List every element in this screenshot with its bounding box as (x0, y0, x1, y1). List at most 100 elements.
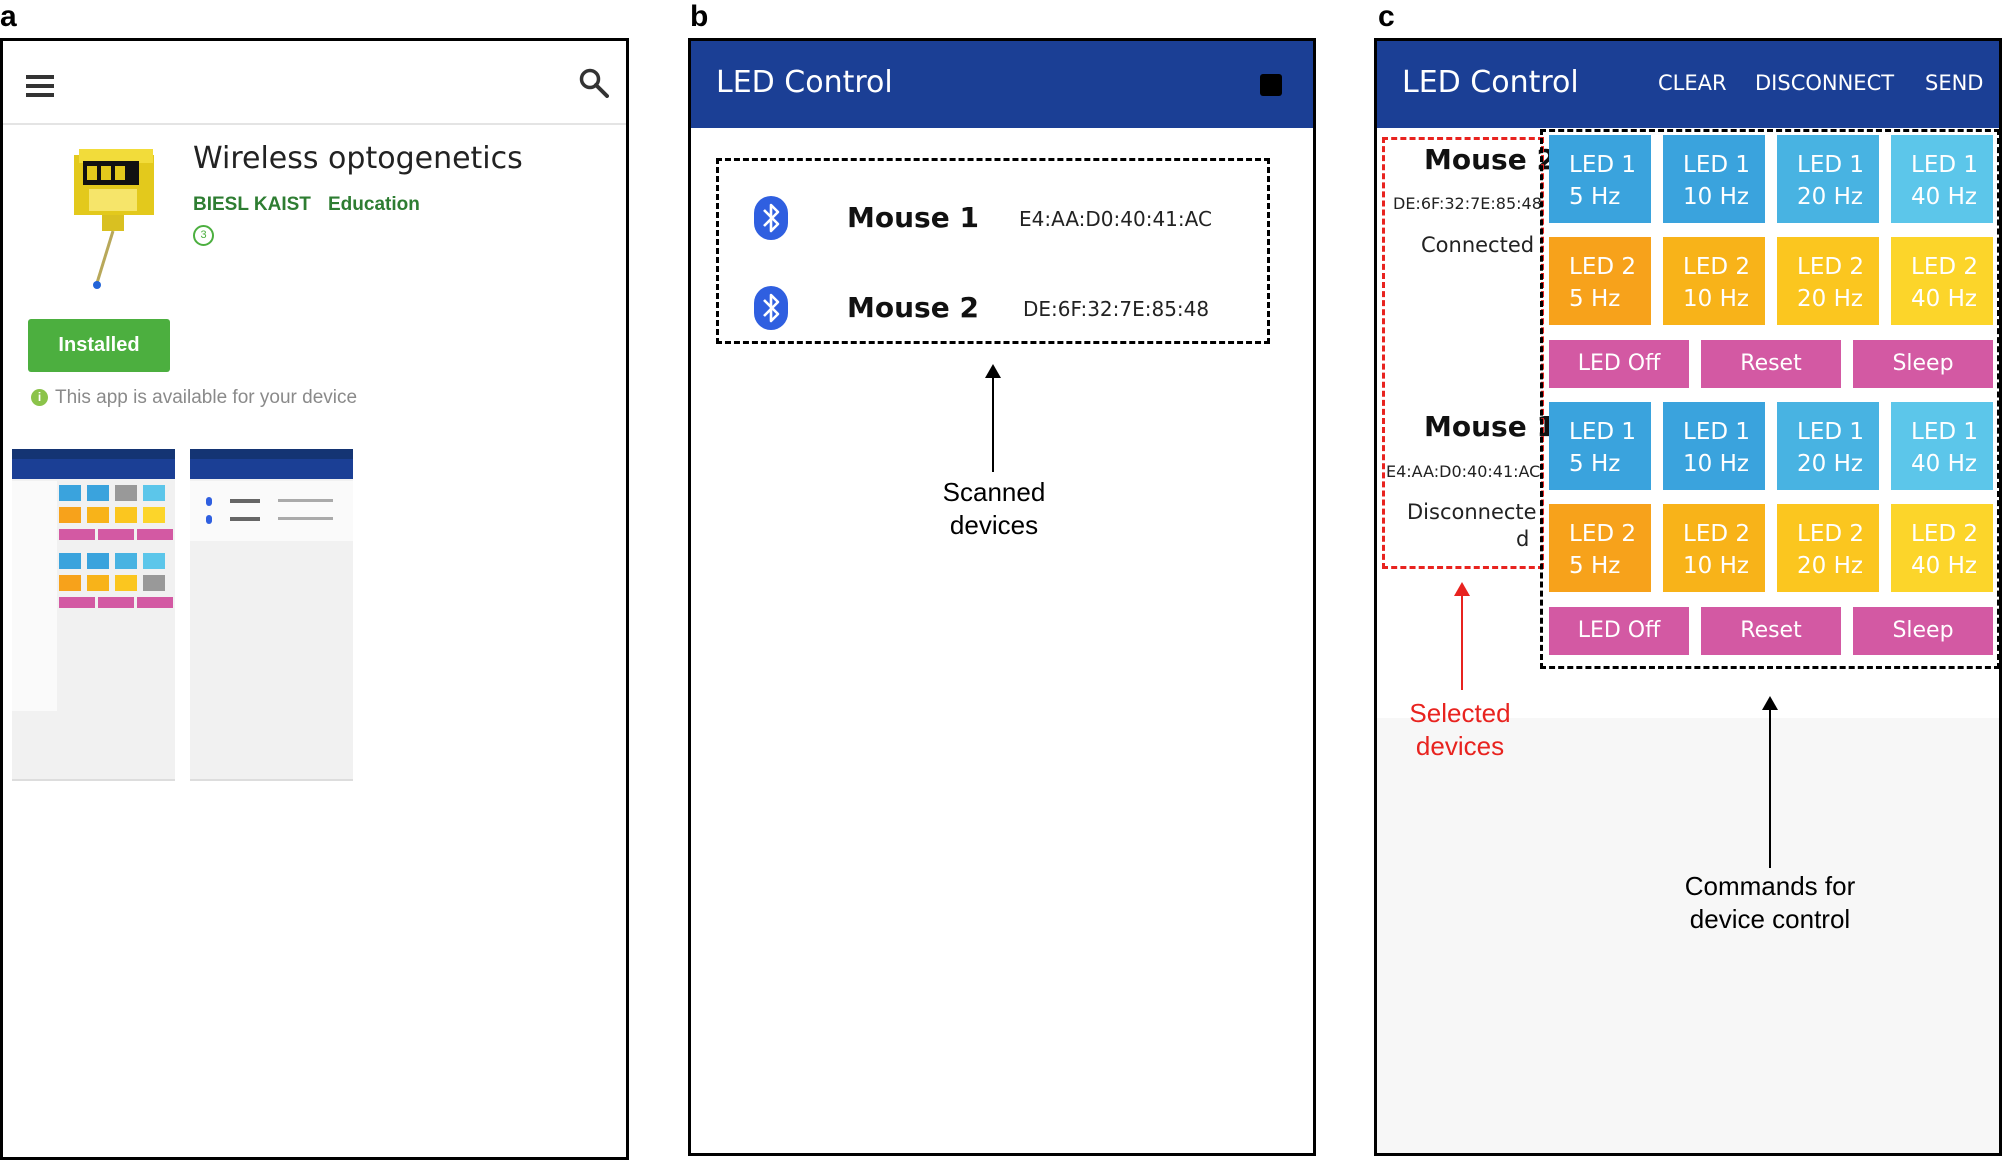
button-label: 40 Hz (1911, 184, 1977, 210)
button-label: 40 Hz (1911, 451, 1977, 477)
search-icon[interactable] (579, 68, 609, 98)
button-label: LED 1 (1797, 419, 1865, 445)
empty-area (1377, 718, 1999, 1153)
button-label: 10 Hz (1683, 451, 1749, 477)
led1-20hz-button[interactable]: LED 1 20 Hz (1777, 402, 1879, 490)
button-label: LED 1 (1683, 152, 1751, 178)
button-label: LED 2 (1569, 254, 1637, 280)
selected-devices-caption: Selected devices (1370, 697, 1550, 763)
panel-label-b: b (690, 0, 709, 33)
disconnect-button[interactable]: DISCONNECT (1755, 71, 1895, 95)
arrow-head (1762, 696, 1778, 710)
button-label: 5 Hz (1569, 286, 1621, 312)
arrow-head (1454, 582, 1470, 596)
category-link[interactable]: Education (328, 194, 420, 215)
caption-line: Scanned (942, 477, 1046, 507)
device-mac: DE:6F:32:7E:85:48 (1023, 297, 1210, 321)
device-list-area (691, 128, 1313, 718)
sleep-button[interactable]: Sleep (1853, 340, 1993, 388)
arrow-head (985, 364, 1001, 378)
led2-20hz-button[interactable]: LED 2 20 Hz (1777, 237, 1879, 325)
button-label: 5 Hz (1569, 184, 1621, 210)
device-mac: E4:AA:D0:40:41:AC (1019, 207, 1212, 231)
content-rating-badge: 3 (193, 225, 214, 246)
device-status: Disconnecte (1407, 500, 1537, 524)
reset-button[interactable]: Reset (1701, 607, 1841, 655)
button-label: 10 Hz (1683, 286, 1749, 312)
led-off-button[interactable]: LED Off (1549, 340, 1689, 388)
hamburger-menu-icon[interactable] (26, 75, 54, 97)
availability-note: This app is available for your device (55, 387, 358, 408)
button-label: LED 1 (1911, 419, 1979, 445)
app-title: LED Control (1402, 65, 1579, 100)
clear-button[interactable]: CLEAR (1658, 71, 1727, 95)
device-status: Connected (1421, 233, 1535, 257)
panel-label-c: c (1378, 0, 1395, 33)
arrow-line (992, 376, 994, 472)
installed-button[interactable]: Installed (28, 319, 170, 372)
device-mac: DE:6F:32:7E:85:48 (1393, 194, 1542, 213)
button-label: LED 1 (1797, 152, 1865, 178)
led2-10hz-button[interactable]: LED 2 10 Hz (1663, 237, 1765, 325)
button-label: 20 Hz (1797, 553, 1863, 579)
button-label: LED 2 (1797, 521, 1865, 547)
screenshot-thumbnail-1[interactable] (12, 449, 175, 781)
button-label: LED 2 (1797, 254, 1865, 280)
button-label: LED 1 (1683, 419, 1751, 445)
button-label: 20 Hz (1797, 184, 1863, 210)
scan-screen: LED Control Mouse 1 E4:AA:D0:40:41:AC Mo… (688, 38, 1316, 1156)
device-name: Mouse 1 (847, 201, 979, 234)
stop-scan-icon[interactable] (1260, 74, 1282, 96)
caption-line: Commands for (1684, 871, 1856, 901)
screenshot-thumbnail-2[interactable] (190, 449, 353, 781)
device-mac: E4:AA:D0:40:41:AC (1386, 462, 1541, 481)
play-store-screen: Wireless optogenetics BIESL KAIST Educat… (0, 38, 629, 1160)
device-control-caption: Commands for device control (1650, 870, 1890, 936)
info-icon: i (31, 389, 48, 406)
sleep-button[interactable]: Sleep (1853, 607, 1993, 655)
caption-line: Selected (1409, 698, 1511, 728)
led2-20hz-button[interactable]: LED 2 20 Hz (1777, 504, 1879, 592)
led2-5hz-button[interactable]: LED 2 5 Hz (1549, 237, 1651, 325)
app-name: Wireless optogenetics (193, 141, 523, 176)
scanned-devices-caption: Scanned devices (889, 476, 1099, 542)
led1-10hz-button[interactable]: LED 1 10 Hz (1663, 135, 1765, 223)
device-name: Mouse 2 (1424, 143, 1556, 176)
led-off-button[interactable]: LED Off (1549, 607, 1689, 655)
app-icon (74, 149, 154, 289)
button-label: LED 2 (1683, 521, 1751, 547)
bluetooth-icon (754, 286, 788, 330)
send-button[interactable]: SEND (1925, 71, 1984, 95)
led1-5hz-button[interactable]: LED 1 5 Hz (1549, 402, 1651, 490)
button-label: LED 1 (1569, 419, 1637, 445)
caption-line: devices (949, 510, 1039, 540)
button-label: LED 2 (1683, 254, 1751, 280)
led1-10hz-button[interactable]: LED 1 10 Hz (1663, 402, 1765, 490)
device-name: Mouse 2 (847, 291, 979, 324)
device-commands-highlight (1540, 129, 2000, 669)
button-label: 40 Hz (1911, 553, 1977, 579)
developer-link[interactable]: BIESL KAIST (193, 194, 311, 215)
button-label: 5 Hz (1569, 451, 1621, 477)
device-row[interactable]: Mouse 1 E4:AA:D0:40:41:AC (747, 191, 1247, 251)
selected-devices-highlight (1382, 137, 1544, 569)
app-bar: LED Control (691, 41, 1313, 128)
device-status: d (1516, 527, 1530, 551)
led1-40hz-button[interactable]: LED 1 40 Hz (1891, 402, 1993, 490)
button-label: LED 2 (1911, 521, 1979, 547)
led1-20hz-button[interactable]: LED 1 20 Hz (1777, 135, 1879, 223)
button-label: LED 2 (1569, 521, 1637, 547)
caption-line: device control (1689, 904, 1851, 934)
button-label: 10 Hz (1683, 184, 1749, 210)
reset-button[interactable]: Reset (1701, 340, 1841, 388)
device-row[interactable]: Mouse 2 DE:6F:32:7E:85:48 (747, 281, 1247, 341)
button-label: 20 Hz (1797, 286, 1863, 312)
arrow-line (1769, 708, 1771, 868)
led2-40hz-button[interactable]: LED 2 40 Hz (1891, 504, 1993, 592)
button-label: 20 Hz (1797, 451, 1863, 477)
